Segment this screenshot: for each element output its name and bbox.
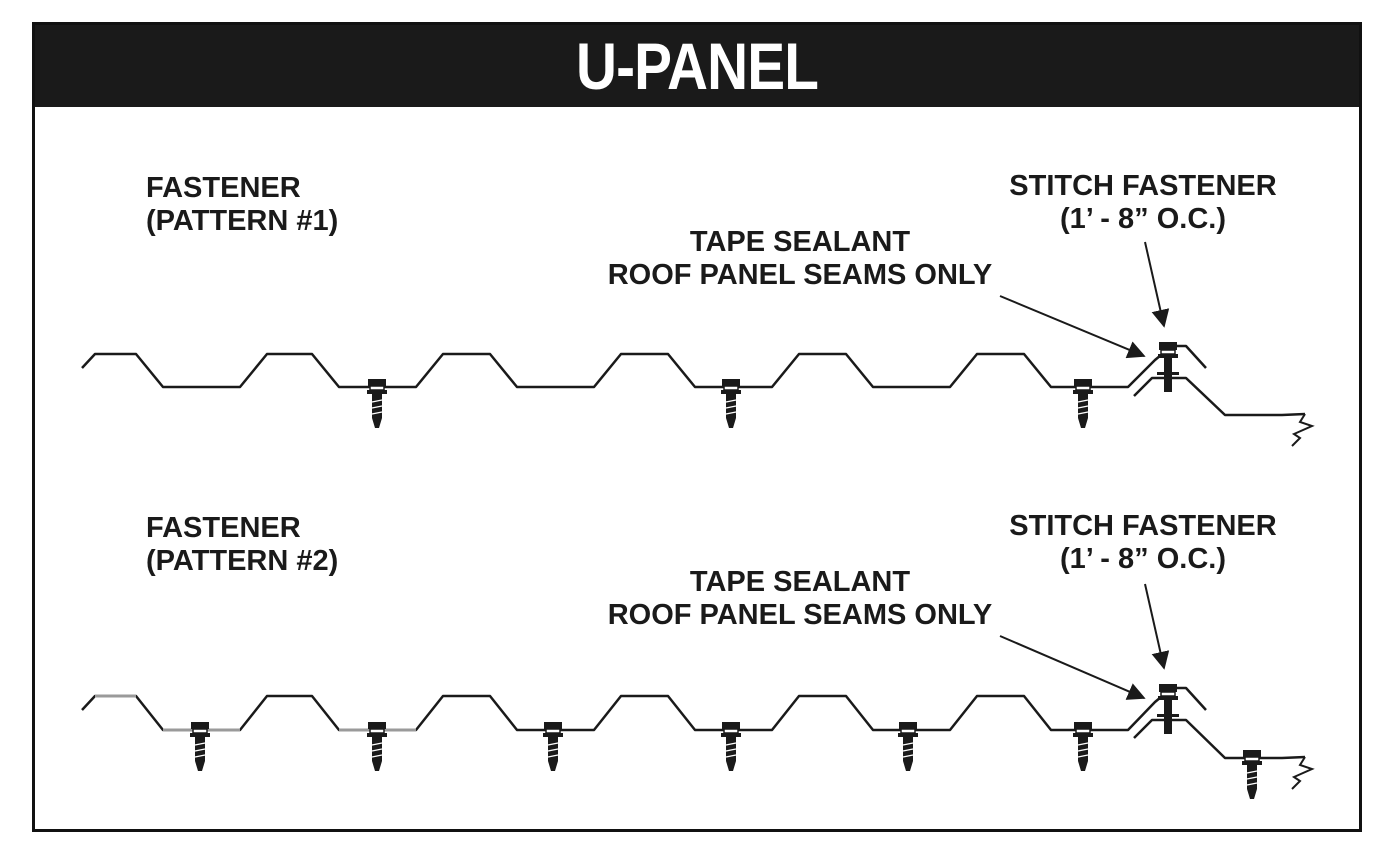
pattern-1-profile	[81, 344, 1315, 447]
pattern-1-fastener-line2: (PATTERN #1)	[146, 205, 339, 237]
pattern-2-stitch-line2: (1’ - 8” O.C.)	[1060, 543, 1226, 575]
pattern-1-fastener-2	[720, 378, 742, 429]
pattern-2-fastener-line2: (PATTERN #2)	[146, 545, 339, 577]
pattern-2-fastener-1	[189, 721, 211, 772]
pattern-1-fastener-line1: FASTENER	[146, 172, 301, 204]
pattern-2-fastener-4	[720, 721, 742, 772]
pattern-2-fastener-6	[1072, 721, 1094, 772]
pattern-1-fastener-label: FASTENER (PATTERN #1)	[146, 172, 338, 238]
pattern-1-fastener-3	[1072, 378, 1094, 429]
pattern-2-tape-line1: TAPE SEALANT	[689, 566, 911, 598]
pattern-1-stitch-fastener	[1156, 341, 1180, 393]
pattern-2-fasteners	[189, 683, 1263, 800]
pattern-2-tape-line2: ROOF PANEL SEAMS ONLY	[607, 599, 993, 631]
page-title: U-PANEL	[575, 29, 819, 103]
pattern-2-fastener-label: FASTENER (PATTERN #2)	[146, 512, 338, 578]
pattern-1-fastener-1	[366, 378, 388, 429]
pattern-1-tape-sealant-label: TAPE SEALANT ROOF PANEL SEAMS ONLY	[590, 226, 1010, 292]
pattern-2-fastener-line1: FASTENER	[146, 512, 301, 544]
pattern-1-leader-lines	[999, 241, 1170, 359]
diagram-frame: U-PANEL	[32, 22, 1362, 832]
pattern-2-tape-sealant-label: TAPE SEALANT ROOF PANEL SEAMS ONLY	[590, 566, 1010, 632]
pattern-1-stitch-line2: (1’ - 8” O.C.)	[1060, 203, 1226, 235]
title-bar: U-PANEL	[35, 25, 1359, 107]
pattern-1-stitch-fastener-label: STITCH FASTENER (1’ - 8” O.C.)	[990, 170, 1296, 236]
pattern-2-fastener-3	[542, 721, 564, 772]
pattern-2-stitch-line1: STITCH FASTENER	[1009, 510, 1277, 542]
pattern-2-stitch-fastener-label: STITCH FASTENER (1’ - 8” O.C.)	[990, 510, 1296, 576]
pattern-1-tape-line1: TAPE SEALANT	[689, 226, 911, 258]
pattern-2-fastener-5	[897, 721, 919, 772]
pattern-2-profile	[81, 686, 1315, 790]
pattern-2-fastener-7	[1241, 749, 1263, 800]
pattern-2-fastener-2	[366, 721, 388, 772]
pattern-1-tape-line2: ROOF PANEL SEAMS ONLY	[607, 259, 993, 291]
pattern-2-stitch-fastener	[1156, 683, 1180, 735]
pattern-1-stitch-line1: STITCH FASTENER	[1009, 170, 1277, 202]
pattern-2-leader-lines	[999, 583, 1170, 700]
